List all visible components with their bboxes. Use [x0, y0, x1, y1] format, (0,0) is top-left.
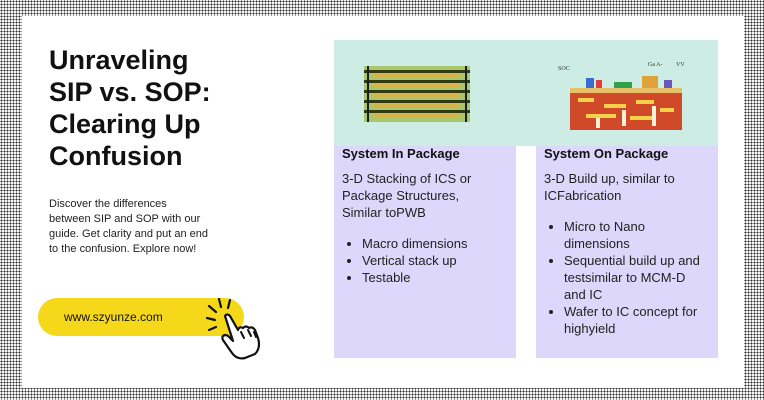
- list-item: Macro dimensions: [362, 235, 508, 252]
- sop-lead: 3-D Build up, similar to ICFabrication: [544, 171, 675, 203]
- page-title: Unraveling SIP vs. SOP: Clearing Up Conf…: [49, 45, 211, 171]
- ga-label: Ga A-: [648, 62, 663, 68]
- sop-column: System On Package 3-D Build up, similar …: [536, 146, 718, 358]
- sop-layers-illustration: SOC Ga A- VV: [558, 62, 685, 130]
- intro-description: Discover the differences between SIP and…: [49, 198, 208, 255]
- sop-title: System On Package: [544, 146, 669, 161]
- list-item: Sequential build up and testsimilar to M…: [564, 252, 710, 303]
- sop-bullet-list: Micro to Nano dimensions Sequential buil…: [544, 218, 710, 337]
- list-item: Micro to Nano dimensions: [564, 218, 710, 252]
- sip-lead: 3-D Stacking of ICS or Package Structure…: [342, 171, 472, 220]
- soc-label: SOC: [558, 66, 570, 72]
- sip-column: System In Package 3-D Stacking of ICS or…: [334, 146, 516, 358]
- package-illustrations: SOC Ga A- VV: [334, 40, 718, 146]
- sip-stack-illustration: [364, 66, 470, 122]
- list-item: Testable: [362, 269, 508, 286]
- sip-title: System In Package: [342, 146, 460, 161]
- list-item: Wafer to IC concept for highyield: [564, 303, 710, 337]
- sip-bullet-list: Macro dimensions Vertical stack up Testa…: [342, 235, 508, 286]
- list-item: Vertical stack up: [362, 252, 508, 269]
- website-button-label: www.szyunze.com: [64, 310, 163, 324]
- pointing-hand-icon: [205, 297, 261, 360]
- vv-label: VV: [676, 62, 685, 68]
